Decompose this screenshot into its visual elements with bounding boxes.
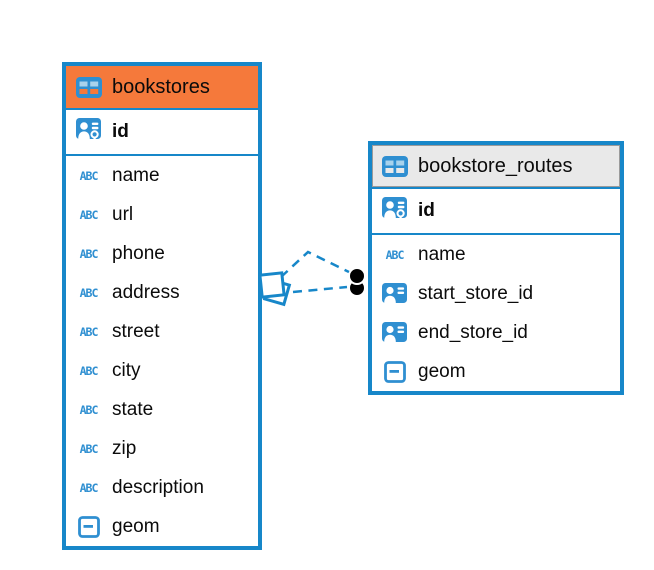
text-type-glyph: ABC	[79, 324, 99, 339]
primary-key-icon	[75, 118, 102, 146]
source-square-front	[258, 271, 286, 299]
field-row-name[interactable]: ABC name	[372, 235, 620, 274]
text-icon: ABC	[75, 357, 102, 385]
field-name: end_store_id	[418, 321, 528, 343]
field-row-name[interactable]: ABC name	[66, 156, 258, 195]
table-name: bookstore_routes	[418, 154, 573, 177]
text-type-glyph: ABC	[79, 480, 99, 495]
geometry-icon	[75, 513, 102, 541]
table-header[interactable]: bookstore_routes	[372, 145, 620, 189]
field-row-url[interactable]: ABC url	[66, 195, 258, 234]
field-name: zip	[112, 437, 137, 459]
field-row-geom[interactable]: geom	[372, 352, 620, 391]
field-name: description	[112, 476, 204, 498]
relationship-lines[interactable]	[280, 250, 352, 294]
relationship-line-start-store[interactable]	[280, 250, 352, 278]
field-row-phone[interactable]: ABC phone	[66, 234, 258, 273]
endpoint-dot-upper	[348, 267, 366, 285]
text-icon: ABC	[75, 318, 102, 346]
field-name: url	[112, 203, 134, 225]
text-icon: ABC	[75, 474, 102, 502]
field-name: id	[418, 200, 435, 221]
table-icon	[381, 152, 408, 180]
text-type-glyph: ABC	[79, 402, 99, 417]
field-row-geom[interactable]: geom	[66, 507, 258, 546]
field-row-street[interactable]: ABC street	[66, 312, 258, 351]
source-square-back	[262, 277, 292, 307]
table-name: bookstores	[112, 75, 210, 98]
field-row-state[interactable]: ABC state	[66, 390, 258, 429]
field-row-zip[interactable]: ABC zip	[66, 429, 258, 468]
field-name: geom	[418, 360, 466, 382]
table-header[interactable]: bookstores	[66, 66, 258, 110]
foreign-key-icon	[381, 280, 408, 308]
text-icon: ABC	[75, 240, 102, 268]
field-name: geom	[112, 515, 160, 537]
field-name: id	[112, 121, 129, 142]
field-name: city	[112, 359, 141, 381]
text-type-glyph: ABC	[79, 363, 99, 378]
geometry-icon	[381, 358, 408, 386]
text-type-glyph: ABC	[79, 441, 99, 456]
text-icon: ABC	[381, 241, 408, 269]
field-row-id[interactable]: id	[372, 189, 620, 235]
text-type-glyph: ABC	[79, 285, 99, 300]
text-icon: ABC	[75, 201, 102, 229]
field-row-id[interactable]: id	[66, 110, 258, 156]
field-name: address	[112, 281, 180, 303]
field-row-city[interactable]: ABC city	[66, 351, 258, 390]
field-name: phone	[112, 242, 165, 264]
text-icon: ABC	[75, 435, 102, 463]
field-row-end_store_id[interactable]: end_store_id	[372, 313, 620, 352]
relationship-endpoint-markers	[348, 267, 366, 297]
field-row-start_store_id[interactable]: start_store_id	[372, 274, 620, 313]
text-type-glyph: ABC	[385, 247, 405, 262]
text-icon: ABC	[75, 279, 102, 307]
text-type-glyph: ABC	[79, 246, 99, 261]
field-name: state	[112, 398, 154, 420]
field-row-address[interactable]: ABC address	[66, 273, 258, 312]
field-row-description[interactable]: ABC description	[66, 468, 258, 507]
text-icon: ABC	[75, 162, 102, 190]
foreign-key-icon	[381, 319, 408, 347]
text-type-glyph: ABC	[79, 207, 99, 222]
table-icon	[75, 73, 102, 101]
relationship-source-marker	[258, 271, 292, 307]
field-name: name	[112, 164, 160, 186]
field-name: start_store_id	[418, 282, 534, 304]
field-name: street	[112, 320, 160, 342]
endpoint-dot-lower	[348, 279, 366, 297]
primary-key-icon	[381, 197, 408, 225]
field-name: name	[418, 243, 466, 265]
relationship-line-end-store[interactable]	[292, 285, 348, 294]
text-icon: ABC	[75, 396, 102, 424]
text-type-glyph: ABC	[79, 168, 99, 183]
